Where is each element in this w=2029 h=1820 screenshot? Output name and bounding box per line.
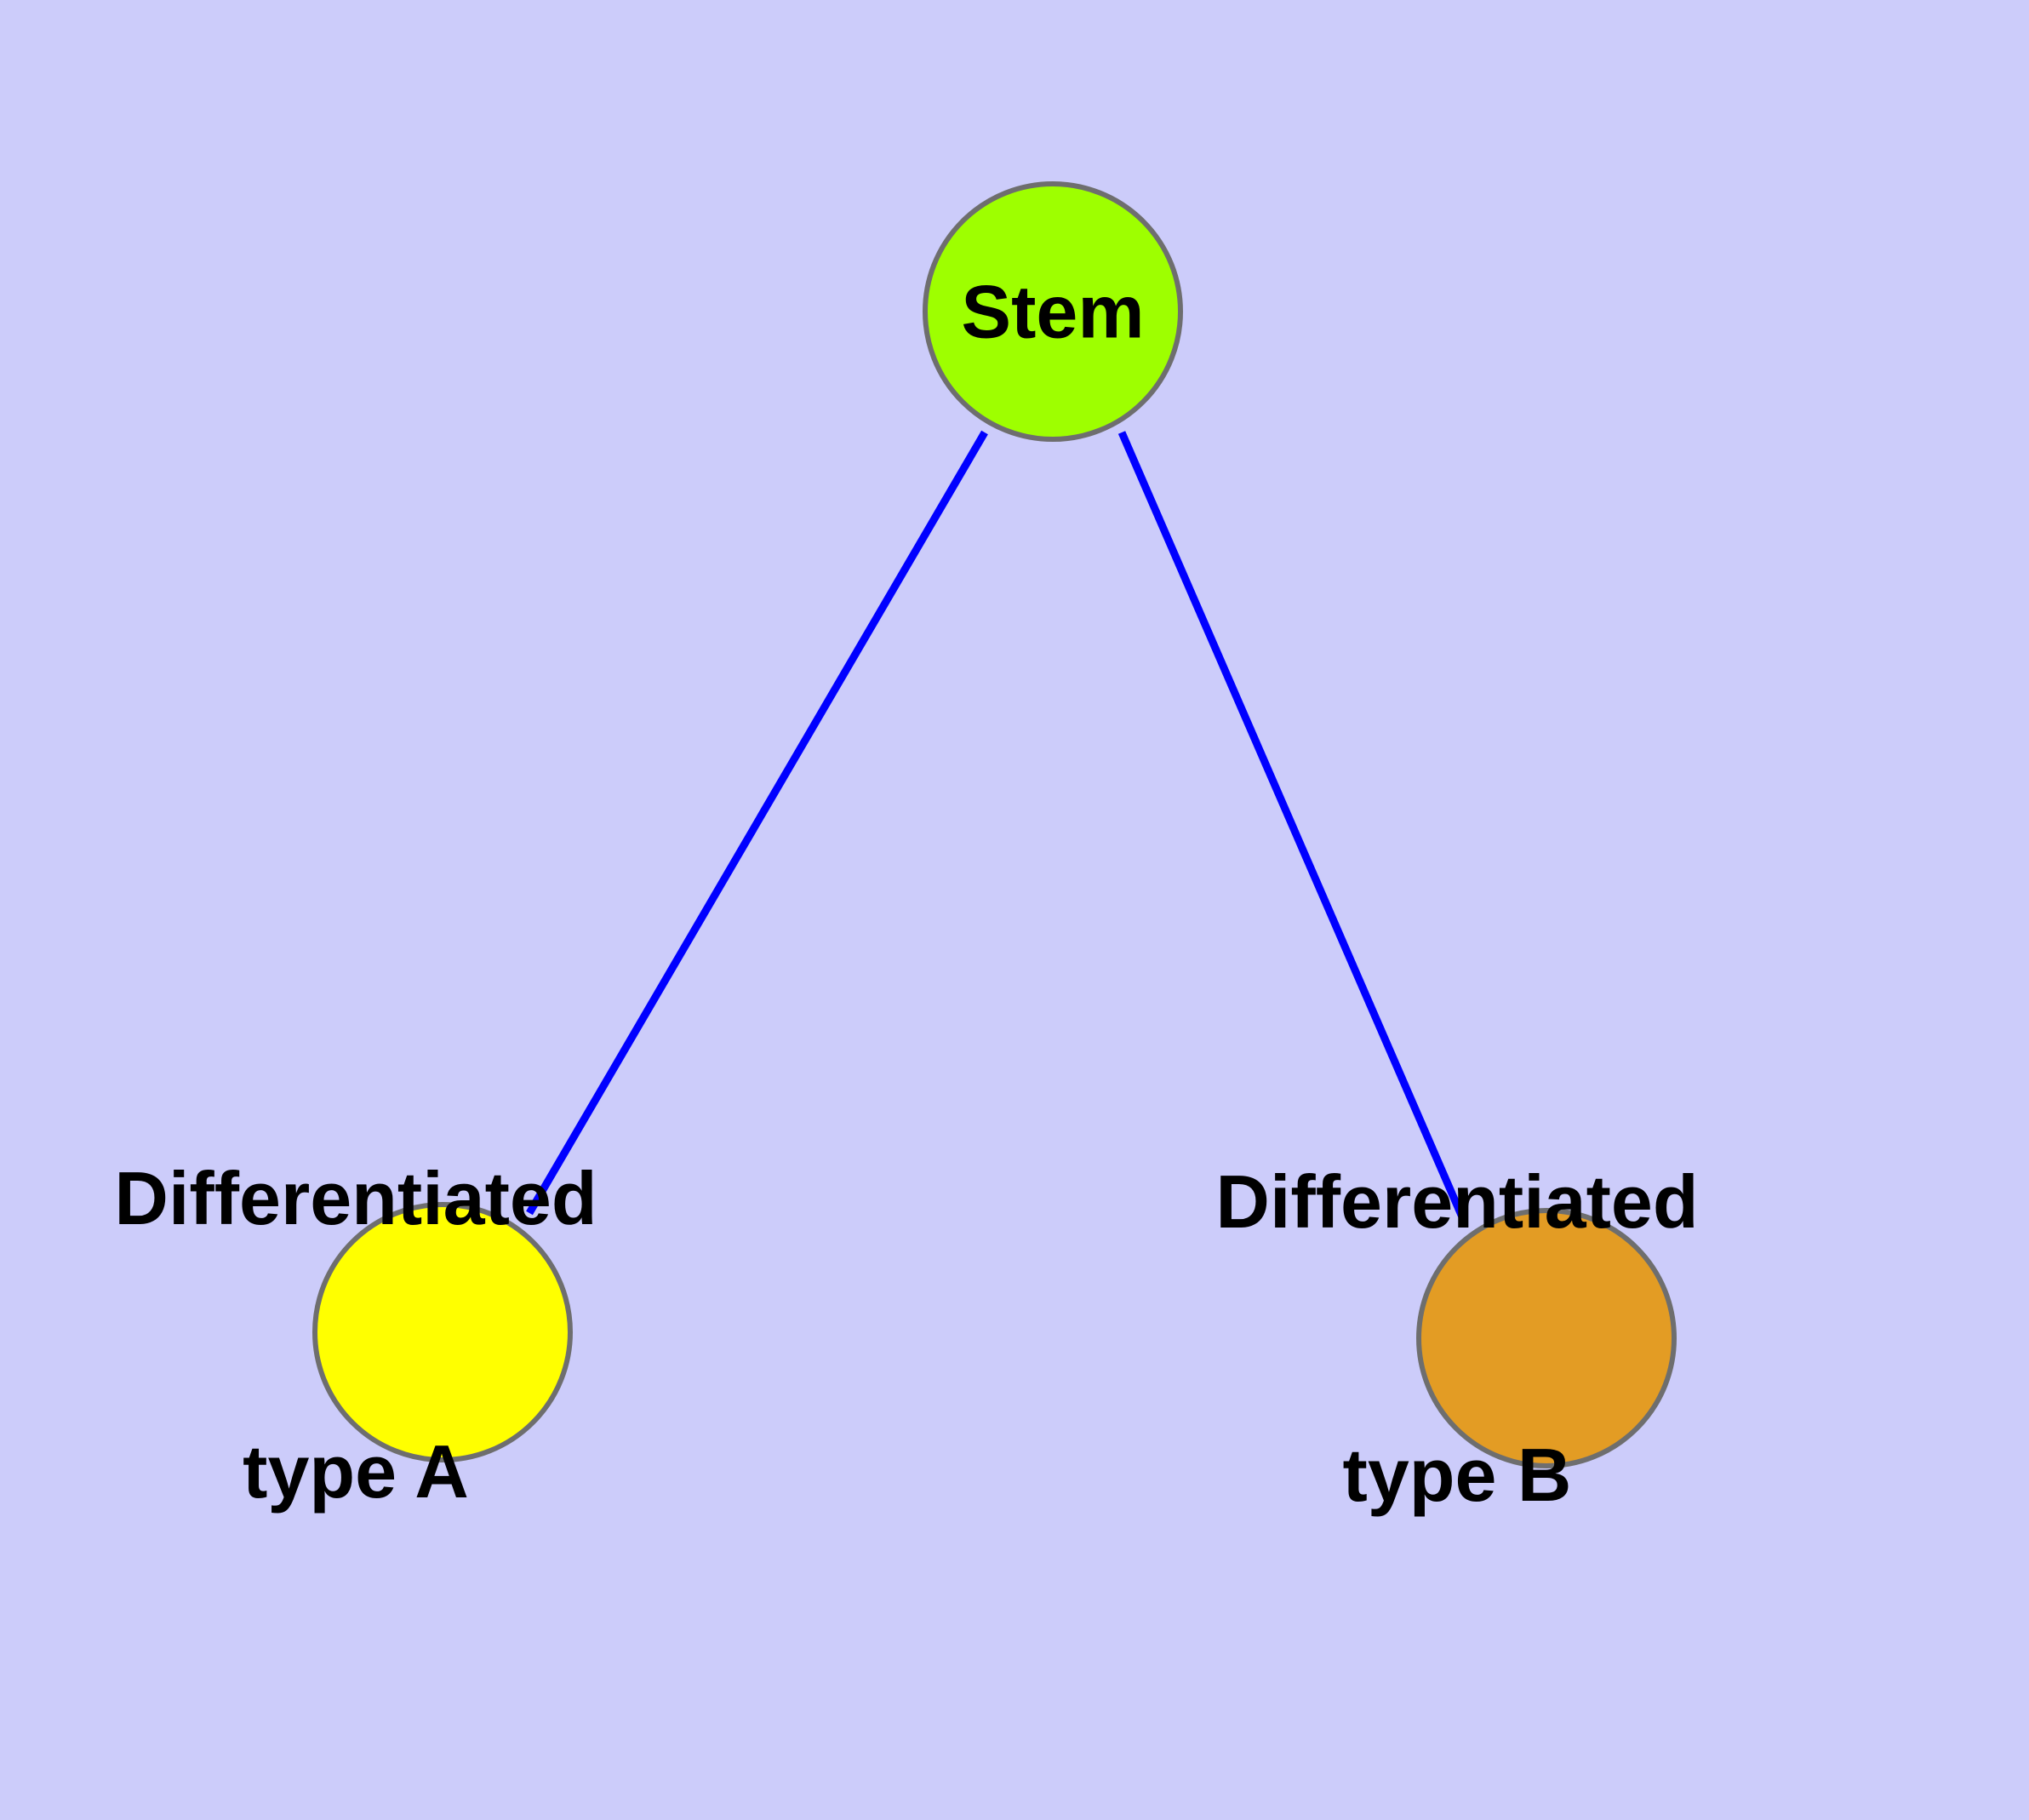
node-layer — [312, 181, 1677, 1468]
node-diff-b-circle[interactable] — [1416, 1208, 1677, 1468]
node-diff-a-circle[interactable] — [312, 1202, 573, 1462]
edge-stem-to-diff-a — [526, 430, 988, 1216]
edge-stem-to-diff-b — [1117, 431, 1467, 1221]
node-stem-circle[interactable] — [923, 181, 1183, 442]
edge-layer — [526, 430, 1467, 1221]
